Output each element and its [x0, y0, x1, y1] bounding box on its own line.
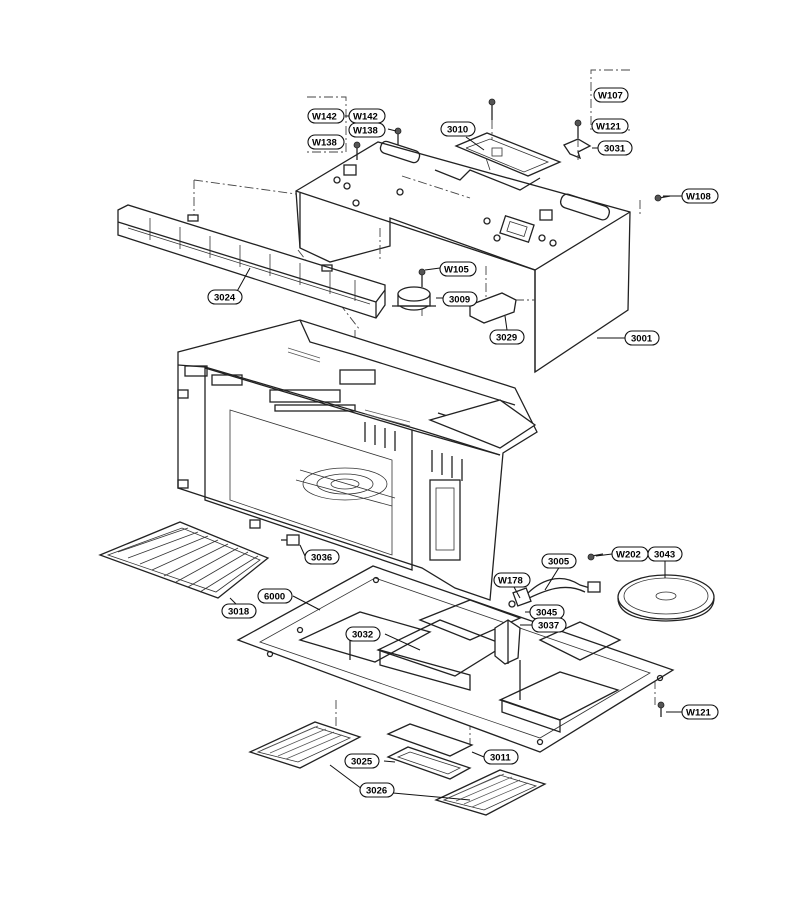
- callout-3026: 3026: [359, 782, 395, 798]
- callout-3010: 3010: [440, 121, 476, 137]
- svg-text:3045: 3045: [536, 608, 558, 619]
- thermal-bracket: [494, 600, 521, 665]
- callout-3001: 3001: [624, 330, 660, 346]
- svg-text:W178: W178: [498, 576, 523, 587]
- callout-3024: 3024: [207, 289, 243, 305]
- svg-text:W142: W142: [312, 112, 337, 123]
- svg-text:W138: W138: [312, 138, 337, 149]
- callout-3036: 3036: [304, 549, 340, 565]
- svg-text:3043: 3043: [654, 550, 675, 561]
- callout-w138-left: W138: [307, 134, 345, 150]
- callout-w121-bottom: W121: [681, 704, 719, 720]
- callout-w107: W107: [593, 87, 629, 103]
- svg-text:3011: 3011: [490, 753, 511, 764]
- grease-filter-left: [248, 721, 362, 769]
- front-grille: [117, 204, 386, 319]
- svg-text:3024: 3024: [214, 293, 236, 304]
- svg-text:3037: 3037: [538, 621, 559, 632]
- latch-part: [249, 519, 300, 546]
- callout-3032: 3032: [345, 626, 381, 642]
- callout-w142-right: W142: [348, 108, 386, 124]
- svg-text:W107: W107: [598, 91, 623, 102]
- svg-text:3032: 3032: [352, 630, 373, 641]
- svg-text:3010: 3010: [447, 125, 468, 136]
- svg-text:W121: W121: [686, 708, 712, 719]
- callout-w138-right: W138: [348, 122, 386, 138]
- fan-motor: [392, 286, 436, 311]
- svg-text:3025: 3025: [351, 757, 373, 768]
- svg-text:6000: 6000: [264, 592, 285, 603]
- callout-3018: 3018: [221, 603, 257, 619]
- outer-cabinet: [295, 140, 631, 374]
- svg-text:3036: 3036: [311, 553, 332, 564]
- svg-text:3009: 3009: [449, 295, 470, 306]
- turntable-tray: [617, 574, 715, 622]
- damper-bracket: [469, 292, 517, 324]
- main-chassis: [177, 319, 538, 601]
- base-plate: [236, 565, 675, 753]
- svg-text:W105: W105: [444, 265, 470, 276]
- callout-w202: W202: [611, 546, 649, 562]
- callout-w178: W178: [493, 572, 531, 588]
- callout-3037: 3037: [531, 617, 567, 633]
- svg-text:3018: 3018: [228, 607, 249, 618]
- svg-text:3031: 3031: [604, 144, 626, 155]
- callout-3043: 3043: [647, 546, 683, 562]
- callout-w108: W108: [681, 188, 719, 204]
- callout-3045: 3045: [529, 604, 565, 620]
- callout-3005: 3005: [541, 553, 577, 569]
- vent-cover: [386, 723, 474, 757]
- leader-lines: [229, 115, 682, 801]
- grease-filter-right: [434, 769, 547, 816]
- svg-text:W121: W121: [596, 122, 622, 133]
- callout-6000: 6000: [257, 588, 293, 604]
- svg-text:W202: W202: [616, 550, 641, 561]
- svg-text:3029: 3029: [496, 333, 517, 344]
- callout-3009: 3009: [442, 291, 478, 307]
- svg-text:W138: W138: [353, 126, 378, 137]
- filter-frame: [386, 746, 472, 780]
- svg-text:3026: 3026: [366, 786, 387, 797]
- callout-3025: 3025: [344, 753, 380, 769]
- small-bracket: [563, 138, 592, 160]
- svg-text:3005: 3005: [548, 557, 570, 568]
- svg-text:3001: 3001: [631, 334, 653, 345]
- callout-3011: 3011: [483, 749, 519, 765]
- oven-rack: [98, 521, 270, 599]
- callout-3029: 3029: [489, 329, 525, 345]
- svg-text:W142: W142: [353, 112, 378, 123]
- control-bracket: [434, 132, 562, 191]
- svg-text:W108: W108: [686, 192, 711, 203]
- callout-w105: W105: [439, 261, 477, 277]
- callout-3031: 3031: [597, 140, 633, 156]
- wire-harness: [512, 577, 601, 607]
- callout-w121-top: W121: [591, 118, 629, 134]
- callout-w142-left: W142: [307, 108, 345, 124]
